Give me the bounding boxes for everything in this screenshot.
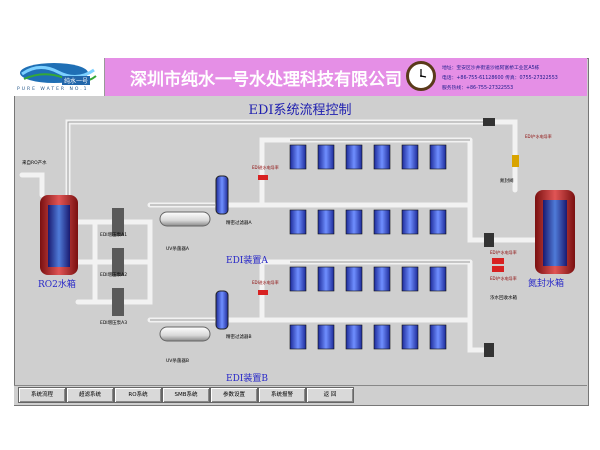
nav-parameters[interactable]: 参数设置 <box>210 387 258 403</box>
uv-a-label: UV杀菌器A <box>166 247 189 252</box>
nav-smb-system[interactable]: SMB系统 <box>162 387 210 403</box>
clock-icon <box>406 61 436 91</box>
nav-back[interactable]: 返 回 <box>306 387 354 403</box>
company-address: 地址：宝安区沙井街道沙福阿富桥工业区A5栋 <box>442 66 540 71</box>
nitrogen-tank-label: 氮封水箱 <box>528 279 565 289</box>
inlet-label: 来自RO产水 <box>22 161 47 166</box>
pump-a2-label: EDI增压泵A2 <box>100 273 128 278</box>
header-bar <box>14 58 587 96</box>
pump-a2[interactable] <box>112 248 124 276</box>
uv-sterilizer-a[interactable] <box>159 211 211 227</box>
outlet-valve-a[interactable] <box>484 233 494 247</box>
uv-b-label: UV杀菌器B <box>166 359 189 364</box>
precision-filter-a[interactable] <box>215 175 229 215</box>
logo-brand-text: 纯水一号 <box>62 76 91 85</box>
product-meter-b-label: EDI产水电导率 <box>490 276 517 281</box>
product-meter-b <box>492 266 504 272</box>
edi-b-label: EDI装置B <box>226 374 268 384</box>
outlet-valve-b[interactable] <box>484 343 494 357</box>
pump-a3[interactable] <box>112 288 124 316</box>
company-name: 深圳市纯水一号水处理科技有限公司 <box>130 70 402 90</box>
inlet-valve[interactable] <box>483 118 495 126</box>
nav-ro-system[interactable]: RO系统 <box>114 387 162 403</box>
nav-ultrafiltration[interactable]: 超滤系统 <box>66 387 114 403</box>
pump-a1[interactable] <box>112 208 124 236</box>
service-hotline: 服务热线：+86-755-27322553 <box>442 86 514 91</box>
ro2-tank-level <box>48 205 70 267</box>
pump-a3-label: EDI增压泵A3 <box>100 321 128 326</box>
precision-filter-b[interactable] <box>215 290 229 330</box>
nav-system-flow[interactable]: 系统流程 <box>18 387 66 403</box>
filter-a-label: 精密过滤器A <box>226 221 252 226</box>
logo-tagline: PURE WATER NO.1 <box>17 87 89 92</box>
conductivity-meter-a <box>258 175 268 180</box>
company-phone: 电话：+86-755-61128600 传真：0755-27322553 <box>442 76 558 81</box>
nitrogen-tank-level <box>543 200 567 266</box>
meter-b-label: EDI进水电导率 <box>252 280 279 285</box>
product-meter-a-label: EDI产水电导率 <box>490 250 517 255</box>
product-meter-a <box>492 258 504 264</box>
edi-module-bank-b <box>289 266 447 350</box>
nav-alarms[interactable]: 系统报警 <box>258 387 306 403</box>
filter-b-label: 精密过滤器B <box>226 335 252 340</box>
diagram-title: EDI系统流程控制 <box>248 103 352 118</box>
nitrogen-valve[interactable] <box>512 155 519 167</box>
meter-a-label: EDI进水电导率 <box>252 165 279 170</box>
ro2-tank-label: RO2水箱 <box>38 280 76 290</box>
conductivity-meter-b <box>258 290 268 295</box>
out-label: EDI产水电导率 <box>525 134 552 139</box>
edi-module-bank-a <box>289 144 447 235</box>
nitrogen-valve-label: 氮封阀 <box>500 179 514 184</box>
pump-a1-label: EDI增压泵A1 <box>100 233 128 238</box>
edi-a-label: EDI装置A <box>226 256 268 266</box>
reuse-tank-label: 浓水回收水箱 <box>490 296 517 301</box>
uv-sterilizer-b[interactable] <box>159 326 211 342</box>
